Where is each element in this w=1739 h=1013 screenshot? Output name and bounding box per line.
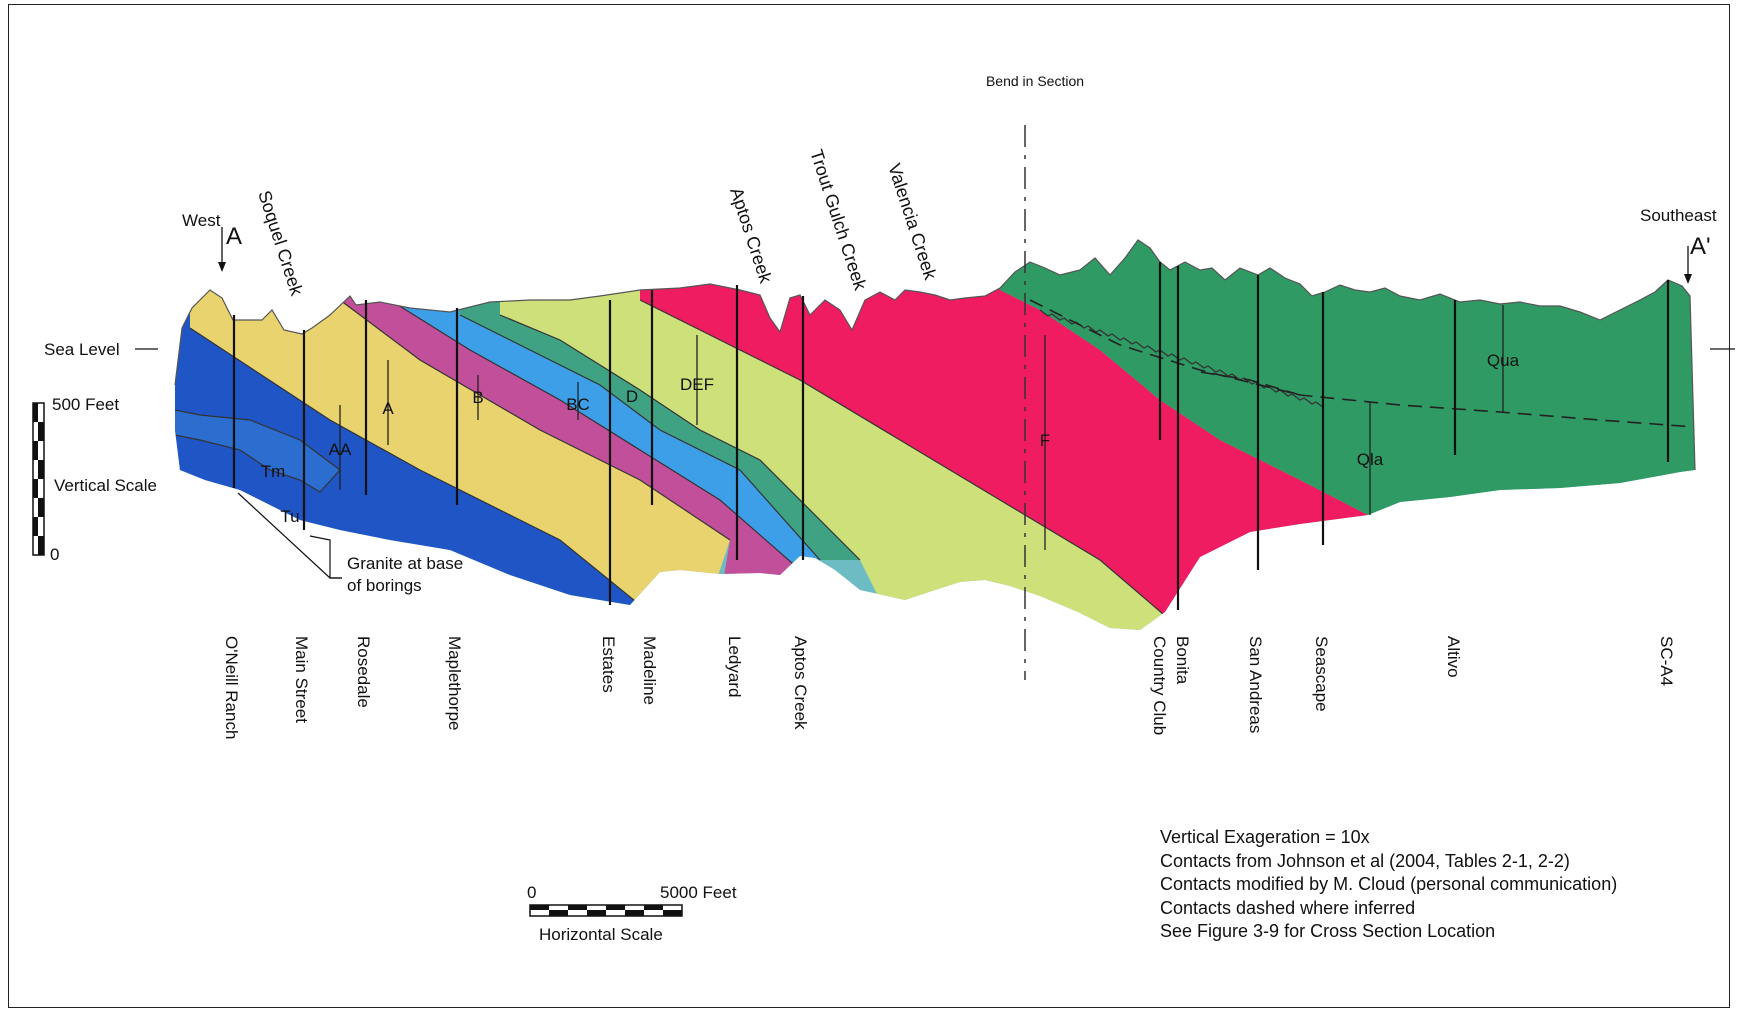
well-label-main-street: Main Street: [292, 636, 311, 723]
unit-label-tu: Tu: [280, 507, 299, 526]
unit-labels: A AA B BC D DEF F Tm Tu Qua Qla: [261, 351, 1520, 526]
unit-label-def: DEF: [680, 375, 714, 394]
unit-bc-fill: [390, 240, 820, 570]
figure-frame: [8, 4, 1730, 1008]
unit-d-fill: [460, 240, 860, 560]
note-contacts-modified: Contacts modified by M. Cloud (personal …: [1160, 874, 1618, 894]
contact-bc-d: [459, 314, 821, 561]
note-exaggeration: Vertical Exageration = 10x: [1160, 827, 1370, 847]
creek-label-aptos: Aptos Creek: [726, 185, 776, 286]
unit-f-fill: [640, 240, 1370, 620]
well-label-maplethorpe: Maplethorpe: [445, 636, 464, 731]
well-label-aptos-creek: Aptos Creek: [791, 636, 810, 730]
unit-a-fill: [190, 240, 730, 630]
note-contacts-source: Contacts from Johnson et al (2004, Table…: [1160, 850, 1570, 871]
well-label-san-andreas: San Andreas: [1246, 636, 1265, 733]
unit-label-f: F: [1040, 431, 1050, 450]
granite-note-line1: Granite at base: [347, 554, 463, 573]
granite-note-line2: of borings: [347, 576, 422, 595]
notes-block: Vertical Exageration = 10x Contacts from…: [1160, 826, 1617, 944]
unit-def-fill: [500, 240, 1170, 630]
vertical-scale-title: Vertical Scale: [54, 476, 157, 495]
unit-label-qla: Qla: [1357, 450, 1384, 469]
unit-label-qua: Qua: [1487, 351, 1520, 370]
horizontal-scale-left: 0: [527, 883, 536, 902]
unit-label-tm: Tm: [261, 462, 286, 481]
unit-label-bc: BC: [566, 395, 590, 414]
west-marker: West A: [182, 211, 242, 272]
well-label-altivo: Altivo: [1444, 636, 1463, 678]
note-figure-reference: See Figure 3-9 for Cross Section Locatio…: [1160, 921, 1496, 941]
unit-label-d: D: [626, 387, 638, 406]
contact-def-f: [639, 299, 1171, 621]
well-label-oneill-ranch: O'Neill Ranch: [222, 636, 241, 739]
a-marker: A: [226, 223, 242, 250]
unit-tm-fill: [175, 405, 340, 492]
southeast-label: Southeast: [1640, 206, 1717, 225]
horizontal-scale-title: Horizontal Scale: [539, 925, 663, 944]
contact-f-q: [1039, 309, 1325, 409]
west-label: West: [182, 211, 221, 230]
inferred-contact-qua-qla: [1029, 299, 1695, 428]
well-label-estates: Estates: [599, 636, 618, 693]
horizontal-scale-right: 5000 Feet: [660, 883, 737, 902]
horizontal-scale-bar: [529, 904, 683, 917]
unit-label-a: A: [382, 399, 394, 418]
well-label-bonita: Bonita: [1173, 636, 1192, 685]
contact-aa-a: [189, 327, 641, 606]
creek-label-trout-gulch: Trout Gulch Creek: [806, 147, 871, 293]
southeast-marker: Southeast A': [1640, 206, 1717, 284]
a-prime-marker: A': [1690, 233, 1711, 260]
sea-level-label: Sea Level: [44, 340, 120, 359]
vertical-scale-top: 500 Feet: [52, 395, 119, 414]
well-labels: O'Neill Ranch Main Street Rosedale Maple…: [222, 636, 1676, 739]
contact-d-def: [499, 314, 861, 561]
creek-label-soquel: Soquel Creek: [254, 188, 307, 299]
vertical-scale-bottom: 0: [50, 545, 59, 564]
unit-b-fill: [340, 240, 800, 600]
well-label-country-club: Country Club: [1150, 636, 1169, 735]
vertical-scale-bar: [32, 402, 45, 556]
unit-label-b: B: [472, 388, 483, 407]
thickness-arrows: [339, 305, 1504, 550]
ground-surface-profile: [174, 239, 1696, 471]
well-label-ledyard: Ledyard: [725, 636, 744, 697]
note-contacts-dashed: Contacts dashed where inferred: [1160, 897, 1416, 918]
well-label-madeline: Madeline: [640, 636, 659, 705]
contact-a-b: [339, 299, 731, 541]
bend-label: Bend in Section: [986, 73, 1084, 89]
inferred-contact-2: [1199, 371, 1301, 396]
well-lines: [232, 262, 1670, 610]
well-label-sc-a4: SC-A4: [1657, 636, 1676, 686]
well-label-seascape: Seascape: [1312, 636, 1331, 712]
unit-label-aa: AA: [329, 440, 352, 459]
creek-label-valencia: Valencia Creek: [884, 161, 941, 283]
well-label-rosedale: Rosedale: [354, 636, 373, 708]
granite-leader-2: [309, 535, 342, 579]
